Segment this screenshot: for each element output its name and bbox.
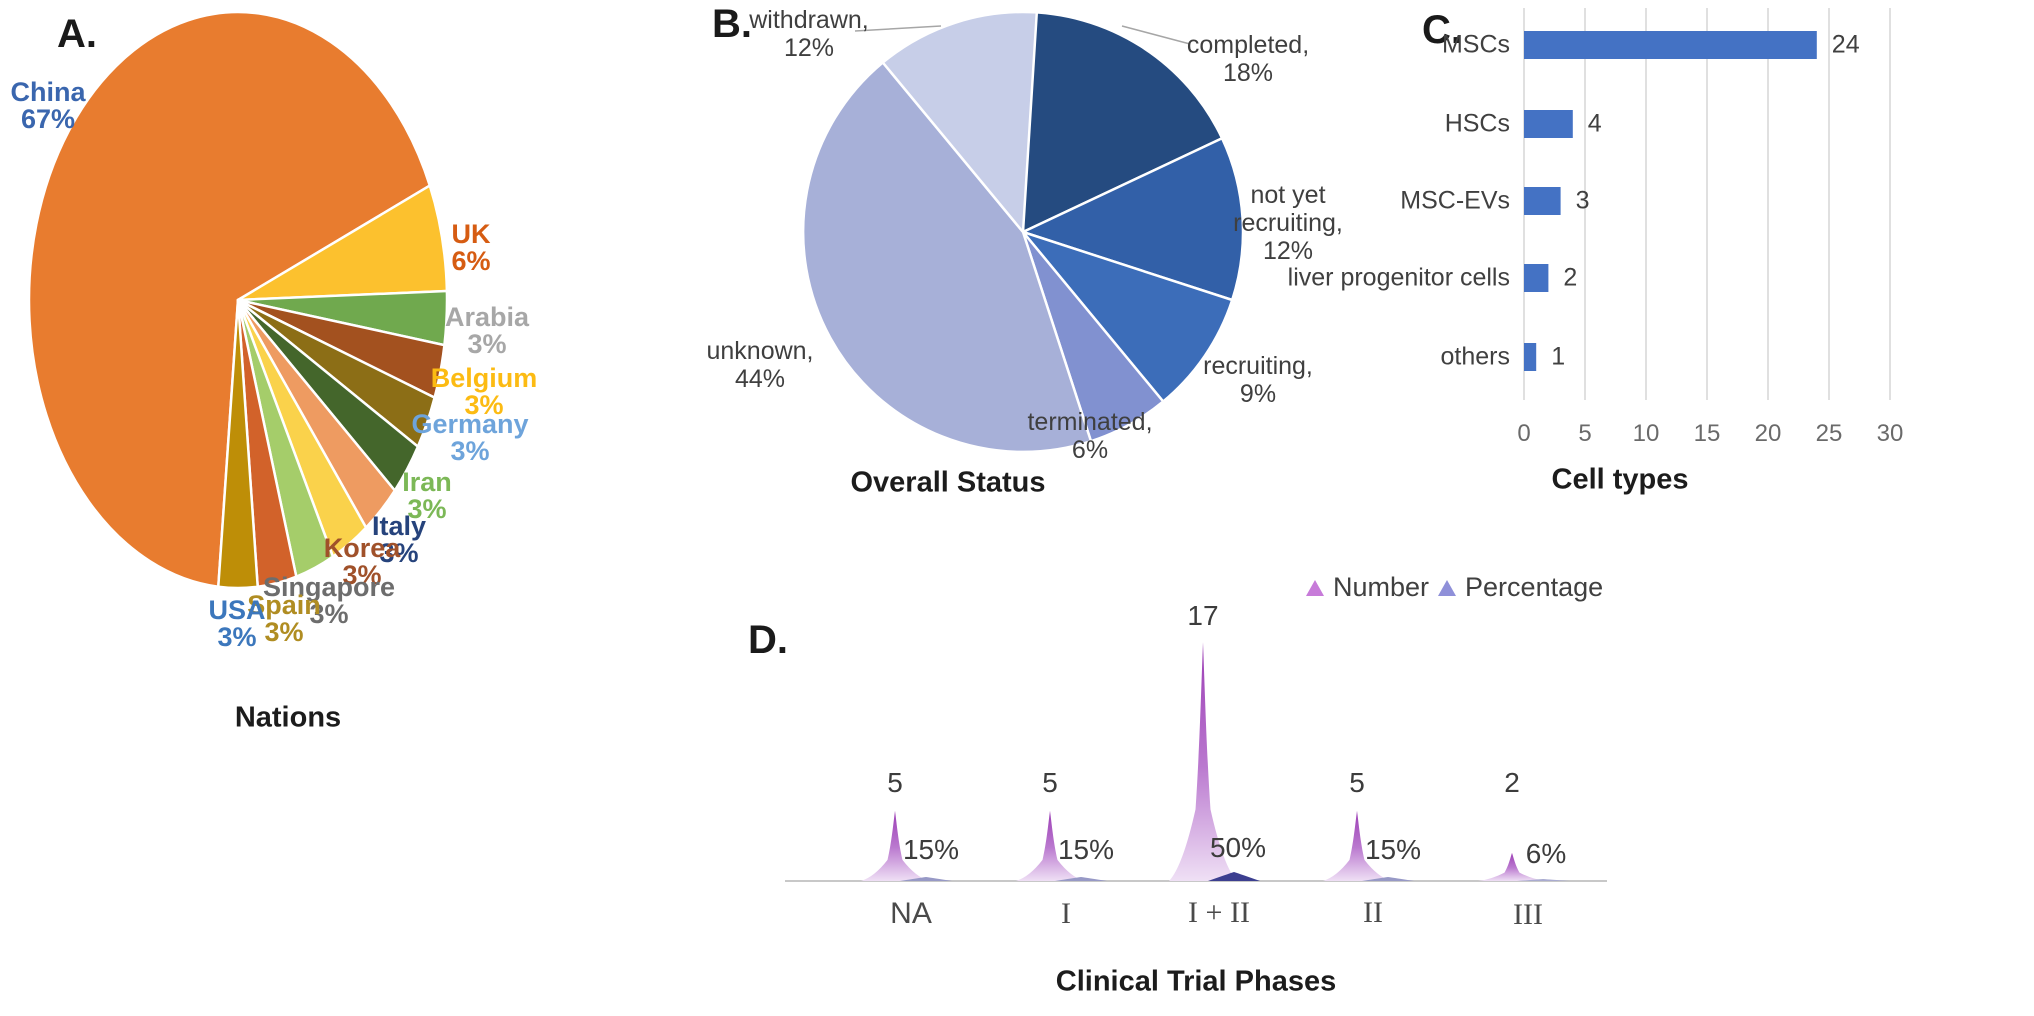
- number-spike-iii[interactable]: [1169, 642, 1237, 881]
- bar-mscs[interactable]: [1524, 31, 1817, 59]
- bar-category-liver-progenitor-cells: liver progenitor cells: [1287, 263, 1510, 292]
- bar-liver-progenitor-cells[interactable]: [1524, 264, 1549, 292]
- spike-value-3: 5: [1349, 767, 1365, 798]
- panel-letter-c: C.: [1422, 8, 1462, 52]
- bar-msc-evs[interactable]: [1524, 187, 1561, 215]
- spike-value-1: 5: [1042, 767, 1058, 798]
- pie-slice-withdrawn[interactable]: [881, 10, 1039, 234]
- bar-value-others: 1: [1551, 342, 1566, 371]
- legend-percentage-label: Percentage: [1465, 572, 1604, 602]
- legend-d: Number Percentage: [1306, 572, 1603, 603]
- pie-slice-recruiting[interactable]: [1021, 230, 1234, 403]
- phase-label-3: II: [1363, 896, 1383, 929]
- phase-label-2: I + II: [1188, 896, 1250, 929]
- percentage-bump[interactable]: [1055, 877, 1107, 881]
- x-tick-25: 25: [1815, 420, 1843, 447]
- pie-label-germany: Germany 3%: [411, 409, 529, 466]
- number-spike-iii[interactable]: [1478, 852, 1546, 881]
- pie-label-unknown: unknown, 44%: [706, 337, 814, 393]
- pie-nations-title: Nations: [234, 701, 342, 734]
- pie-label-withdrawn: withdrawn, 12%: [749, 6, 869, 62]
- leader-line: [854, 25, 942, 32]
- x-tick-20: 20: [1754, 420, 1782, 447]
- spike-value-4: 2: [1504, 767, 1520, 798]
- spike-percentage-4: 6%: [1525, 838, 1567, 869]
- number-triangle-icon: [1306, 579, 1324, 596]
- number-spike-i[interactable]: [1016, 810, 1084, 881]
- pie-label-arabia: Arabia 3%: [444, 302, 530, 359]
- spike-value-0: 5: [887, 767, 903, 798]
- pie-slice-china[interactable]: [27, 10, 432, 588]
- pie-slice-unknown[interactable]: [801, 61, 1093, 454]
- pie-slice-not-yet-recruiting[interactable]: [1021, 137, 1245, 302]
- percentage-bump[interactable]: [1362, 877, 1414, 881]
- pie-label-korea: Korea 3%: [323, 533, 401, 590]
- bar-category-others: others: [1440, 342, 1510, 371]
- bar-value-msc-evs: 3: [1575, 186, 1590, 215]
- bar-category-mscs: MSCs: [1441, 30, 1510, 59]
- bar-value-mscs: 24: [1831, 30, 1860, 59]
- pie-label-belgium: Belgium 3%: [430, 363, 538, 420]
- phase-label-0: NA: [890, 897, 932, 930]
- pie-label-completed: completed, 18%: [1186, 31, 1310, 87]
- percentage-bump[interactable]: [900, 877, 952, 881]
- legend-number-label: Number: [1333, 572, 1430, 602]
- bar-others[interactable]: [1524, 343, 1537, 371]
- bar-celltypes-title: Cell types: [1551, 463, 1689, 496]
- spike-percentage-0: 15%: [902, 834, 960, 865]
- pie-status-title: Overall Status: [850, 466, 1046, 499]
- pie-label-spain: Spain 3%: [247, 590, 321, 647]
- phases-title: Clinical Trial Phases: [1055, 965, 1337, 998]
- bar-category-msc-evs: MSC-EVs: [1400, 186, 1510, 215]
- x-tick-30: 30: [1876, 420, 1904, 447]
- phase-label-1: I: [1061, 897, 1071, 930]
- bar-category-hscs: HSCs: [1444, 109, 1510, 138]
- x-tick-15: 15: [1693, 420, 1721, 447]
- pie-label-not-yet-recruiting: not yet recruiting, 12%: [1233, 181, 1343, 265]
- panel-letter-d: D.: [748, 618, 788, 662]
- spike-value-2: 17: [1187, 600, 1219, 631]
- spike-percentage-1: 15%: [1057, 834, 1115, 865]
- leader-line: [1121, 25, 1191, 45]
- phase-label-4: III: [1513, 898, 1543, 931]
- percentage-triangle-icon: [1438, 579, 1457, 596]
- pie-label-uk: UK 6%: [451, 219, 491, 276]
- bar-value-hscs: 4: [1587, 109, 1602, 138]
- pie-label-singapore: Singapore 3%: [262, 572, 396, 629]
- pie-label-italy: Italy 3%: [371, 511, 427, 568]
- spike-percentage-3: 15%: [1364, 834, 1422, 865]
- pie-label-terminated: terminated, 6%: [1027, 408, 1153, 464]
- pie-label-china: China 67%: [10, 77, 86, 134]
- bar-value-liver-progenitor-cells: 2: [1563, 263, 1578, 292]
- x-tick-10: 10: [1632, 420, 1660, 447]
- percentage-bump[interactable]: [1517, 879, 1569, 881]
- panel-letter-a: A.: [57, 12, 97, 56]
- panel-letter-b: B.: [712, 2, 752, 46]
- pie-label-iran: Iran 3%: [402, 467, 452, 524]
- number-spike-na[interactable]: [861, 810, 929, 881]
- pie-slice-completed[interactable]: [1021, 10, 1224, 234]
- spike-percentage-2: 50%: [1209, 832, 1267, 863]
- pie-label-recruiting: recruiting, 9%: [1203, 352, 1313, 408]
- number-spike-ii[interactable]: [1323, 810, 1391, 881]
- x-tick-5: 5: [1578, 420, 1592, 447]
- pie-slice-usa[interactable]: [217, 298, 259, 590]
- pie-label-usa: USA 3%: [208, 595, 266, 652]
- bar-hscs[interactable]: [1524, 110, 1573, 138]
- x-tick-0: 0: [1517, 420, 1531, 447]
- percentage-bump[interactable]: [1208, 872, 1260, 881]
